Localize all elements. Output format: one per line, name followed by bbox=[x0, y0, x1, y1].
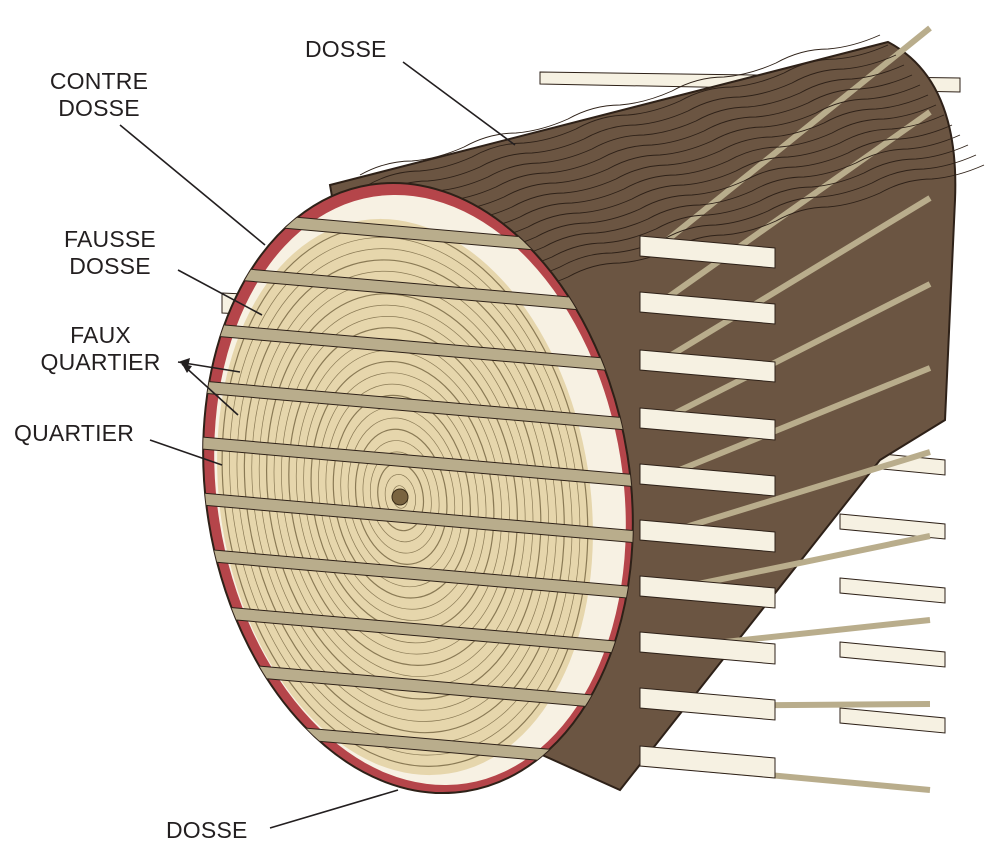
label-fausse-dosse-line2: DOSSE bbox=[69, 253, 151, 279]
growth-ring bbox=[370, 451, 432, 543]
bark-grain-line bbox=[367, 44, 889, 186]
board-stick-right bbox=[639, 291, 776, 325]
board-stick-right bbox=[639, 631, 776, 665]
leader-dosse-top bbox=[402, 61, 516, 146]
board-stick-right bbox=[639, 407, 776, 441]
bark-grain-line bbox=[375, 54, 897, 196]
bark-grain-line bbox=[391, 74, 913, 216]
growth-ring bbox=[288, 327, 518, 666]
board-stick-right bbox=[639, 463, 776, 497]
label-contre-dosse-line2: DOSSE bbox=[58, 95, 140, 121]
label-contre-dosse: CONTRE DOSSE bbox=[44, 68, 154, 122]
board-stick-back bbox=[839, 513, 946, 540]
label-faux-quartier: FAUX QUARTIER bbox=[33, 322, 168, 376]
body-cut-line bbox=[648, 109, 932, 313]
label-contre-dosse-line1: CONTRE bbox=[49, 68, 149, 94]
bark-grain-line bbox=[407, 94, 929, 236]
bark-grain bbox=[359, 25, 985, 793]
growth-ring bbox=[281, 316, 526, 677]
body-cut-line bbox=[648, 365, 932, 485]
board-stick-right bbox=[639, 575, 776, 609]
label-dosse-bottom: DOSSE bbox=[166, 817, 248, 843]
board-stick-right bbox=[639, 349, 776, 383]
leader-faux-quartier-b bbox=[181, 363, 239, 416]
label-quartier: QUARTIER bbox=[14, 420, 135, 446]
label-faux-quartier-line2: QUARTIER bbox=[40, 349, 161, 375]
label-fausse-dosse: FAUSSE DOSSE bbox=[55, 226, 165, 280]
leader-fausse-dosse bbox=[177, 269, 263, 316]
board-stick-right bbox=[639, 687, 776, 721]
board-stick-right bbox=[639, 519, 776, 553]
leader-quartier bbox=[149, 439, 223, 466]
growth-ring bbox=[354, 428, 448, 565]
bark-grain-line bbox=[399, 84, 921, 226]
growth-ring bbox=[362, 440, 440, 554]
body-cut-line bbox=[648, 25, 932, 257]
board-stick-back bbox=[839, 641, 946, 668]
board-sticks-front bbox=[639, 235, 776, 779]
label-fausse-dosse-line1: FAUSSE bbox=[64, 226, 156, 252]
body-cut-line bbox=[648, 281, 932, 429]
body-cut-line bbox=[649, 449, 931, 541]
board-stick-back bbox=[839, 577, 946, 604]
bark-grain-line bbox=[415, 104, 937, 246]
board-stick-back bbox=[839, 707, 946, 734]
leader-dosse-bottom bbox=[269, 789, 399, 829]
label-faux-quartier-line1: FAUX bbox=[70, 322, 131, 348]
pith bbox=[391, 488, 409, 506]
body-cut-line bbox=[648, 195, 932, 371]
label-dosse-top: DOSSE bbox=[305, 36, 387, 62]
leader-contre-dosse bbox=[119, 124, 266, 246]
arrowheads bbox=[178, 358, 192, 373]
bark-grain-line bbox=[383, 64, 905, 206]
bark-grain-line bbox=[359, 34, 881, 176]
board-stick-right bbox=[639, 235, 776, 269]
board-stick-right bbox=[639, 745, 776, 779]
